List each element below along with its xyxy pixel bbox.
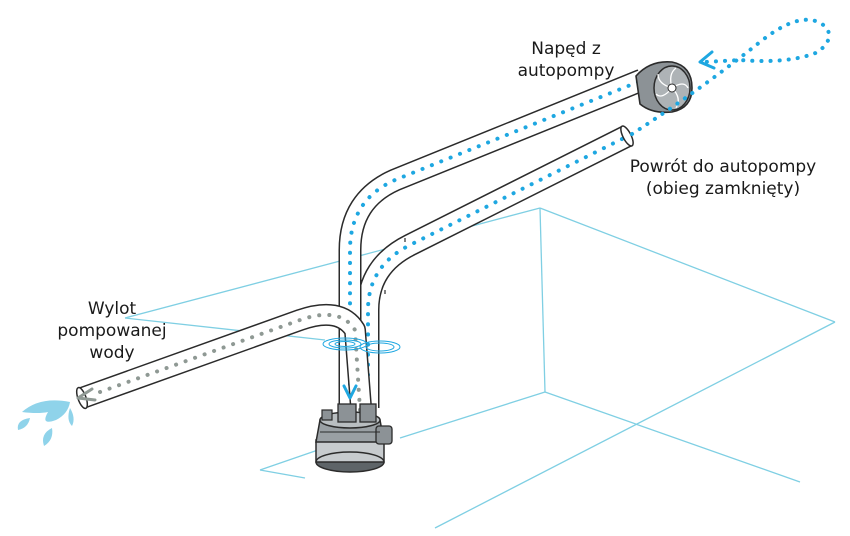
outlet-pipe [75, 303, 373, 421]
drive-pipe [338, 69, 647, 410]
label-drive-line2: autopompy [517, 61, 615, 81]
tank-outline [124, 207, 836, 529]
submersible-pump-icon [315, 403, 393, 473]
label-return: Powrót do autopompy (obieg zamknięty) [612, 156, 834, 200]
flow-arrow-icon [76, 387, 97, 402]
closed-loop-flow [630, 17, 831, 136]
water-splash-icon [17, 400, 74, 446]
flow-arrow-icon [342, 384, 358, 400]
label-outlet: Wylot pompowanej wody [52, 298, 172, 364]
label-outlet-line2: pompowanej [57, 321, 167, 341]
label-return-line2: (obieg zamknięty) [645, 179, 801, 199]
turbine-icon [635, 60, 693, 114]
outlet-flow-dots [98, 312, 362, 412]
label-outlet-line1: Wylot [87, 299, 137, 319]
tank-marks [384, 238, 406, 294]
label-return-line1: Powrót do autopompy [629, 157, 817, 177]
label-drive: Napęd z autopompy [506, 38, 626, 82]
flow-arrow-icon [698, 50, 716, 70]
water-ripples [322, 337, 401, 354]
label-drive-line1: Napęd z [531, 39, 601, 59]
label-outlet-line3: wody [89, 343, 135, 363]
return-pipe [356, 125, 634, 408]
